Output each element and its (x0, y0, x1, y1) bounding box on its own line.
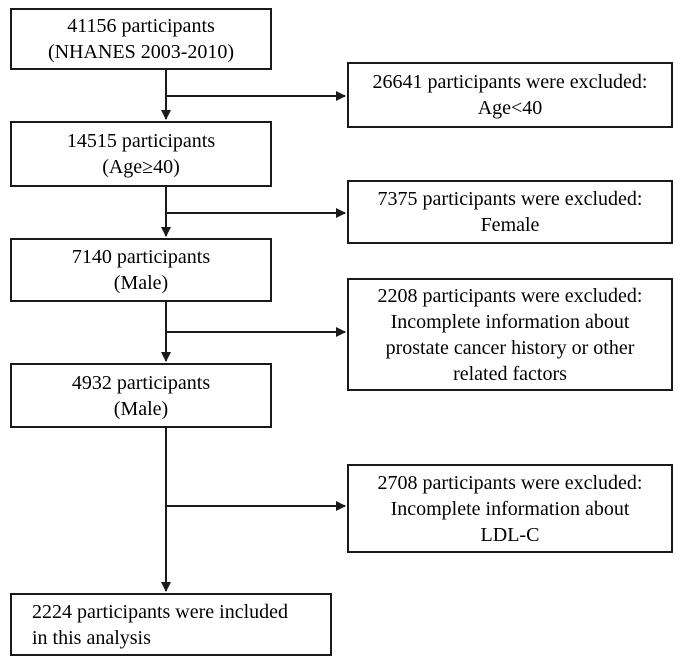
box-exclusion-prostate-history-line-2: Incomplete information about (390, 310, 630, 333)
box-exclusion-prostate-history-line-3: prostate cancer history or other (385, 336, 635, 359)
box-exclusion-female-line-2: Female (480, 214, 540, 236)
box-exclusion-age: 26641 participants were excluded: Age<40 (347, 62, 673, 128)
box-exclusion-prostate-history: 2208 participants were excluded: Incompl… (347, 278, 673, 391)
box-male-participants: 7140 participants (Male) (10, 238, 272, 302)
box-exclusion-age-line-2: Age<40 (477, 97, 543, 119)
box-exclusion-female-line-1: 7375 participants were excluded: (377, 188, 643, 210)
box-exclusion-ldl-c: 2708 participants were excluded: Incompl… (347, 464, 673, 553)
box-age-40-participants-line-2: (Age≥40) (102, 156, 180, 178)
box-included-participants: 2224 participants were included in this … (10, 593, 332, 656)
box-age-40-participants: 14515 participants (Age≥40) (10, 121, 272, 187)
box-exclusion-prostate-history-line-1: 2208 participants were excluded: (377, 284, 643, 307)
box-all-participants-line-2: (NHANES 2003-2010) (47, 41, 235, 63)
box-all-participants-line-1: 41156 participants (67, 15, 215, 37)
box-exclusion-female: 7375 participants were excluded: Female (347, 180, 673, 244)
box-exclusion-ldl-c-line-2: Incomplete information about (390, 497, 630, 520)
box-exclusion-ldl-c-line-1: 2708 participants were excluded: (377, 471, 643, 494)
box-age-40-participants-line-1: 14515 participants (66, 130, 216, 152)
box-exclusion-ldl-c-line-3: LDL-C (480, 523, 540, 546)
box-male-participants-line-1: 7140 participants (71, 246, 211, 268)
box-male-participants-line-2: (Male) (113, 272, 169, 294)
box-male-complete-participants-line-2: (Male) (113, 397, 169, 420)
box-included-participants-line-1: 2224 participants were included (32, 600, 289, 623)
box-exclusion-age-line-1: 26641 participants were excluded: (372, 71, 648, 93)
box-exclusion-prostate-history-line-4: related factors (453, 362, 567, 385)
box-included-participants-line-2: in this analysis (32, 626, 151, 649)
box-all-participants: 41156 participants (NHANES 2003-2010) (10, 8, 272, 70)
box-male-complete-participants-line-1: 4932 participants (71, 371, 211, 394)
box-male-complete-participants: 4932 participants (Male) (10, 363, 272, 428)
